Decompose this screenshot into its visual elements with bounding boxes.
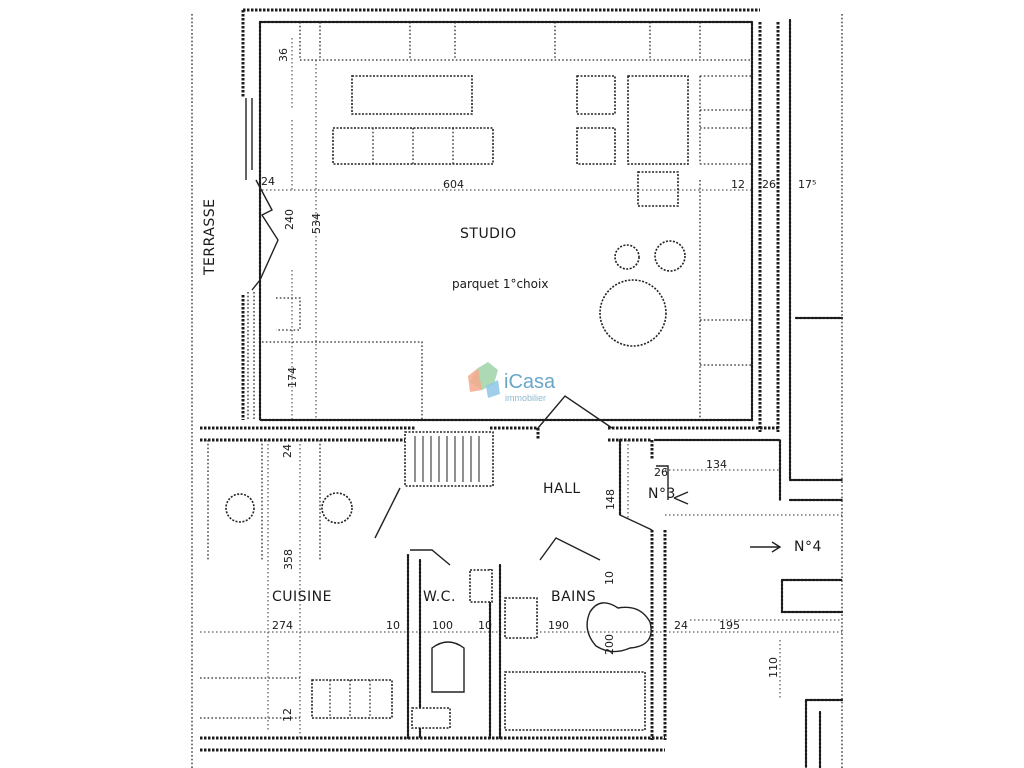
dim-110: 110 [767,657,780,678]
logo-name: iCasa [504,371,556,393]
dim-12-top: 12 [731,178,745,191]
dim-174: 174 [286,367,299,388]
bathroom-elements [504,597,652,731]
dim-240: 240 [283,209,296,230]
dim-195: 195 [719,619,740,632]
dim-10-wc-right: 10 [478,619,492,632]
dim-358: 358 [282,549,295,570]
dim-604: 604 [443,178,464,191]
dim-17-5: 17⁵ [798,178,816,191]
studio-floor-note: parquet 1°choix [452,277,548,291]
logo-subtitle: immobilier [505,393,546,403]
dim-200: 200 [603,634,616,655]
dim-24-hall: 24 [281,444,294,458]
room-label-hall: HALL [543,481,581,497]
icasa-logo: iCasa immobilier [468,362,556,403]
walls [200,8,844,768]
dim-148: 148 [604,489,617,510]
unit-label-n4: N°4 [794,539,822,555]
room-label-cuisine: CUISINE [272,589,332,605]
hall-elements [374,395,689,566]
room-label-terrasse: TERRASSE [202,199,218,276]
dim-534: 534 [310,213,323,234]
dim-10-wc-left: 10 [386,619,400,632]
dim-274: 274 [272,619,293,632]
studio-furniture [245,22,752,420]
kitchen-elements [200,440,393,719]
dim-190: 190 [548,619,569,632]
room-label-bains: BAINS [551,589,596,605]
dim-24-terrace: 24 [261,175,275,188]
dim-24-right: 24 [674,619,688,632]
unit-label-n3: N°3 [648,486,676,502]
dim-26-n3: 26 [654,466,668,479]
wc-elements [411,569,493,729]
room-label-wc: W.C. [423,589,456,605]
dim-12-bottom: 12 [281,708,294,722]
unit-n4-arrow [750,541,782,553]
dim-10-bains: 10 [603,571,616,585]
dim-36: 36 [277,48,290,62]
dim-100: 100 [432,619,453,632]
dim-26: 26 [762,178,776,191]
dim-134: 134 [706,458,727,471]
dimension-lines [200,38,842,740]
room-label-studio: STUDIO [460,226,517,242]
